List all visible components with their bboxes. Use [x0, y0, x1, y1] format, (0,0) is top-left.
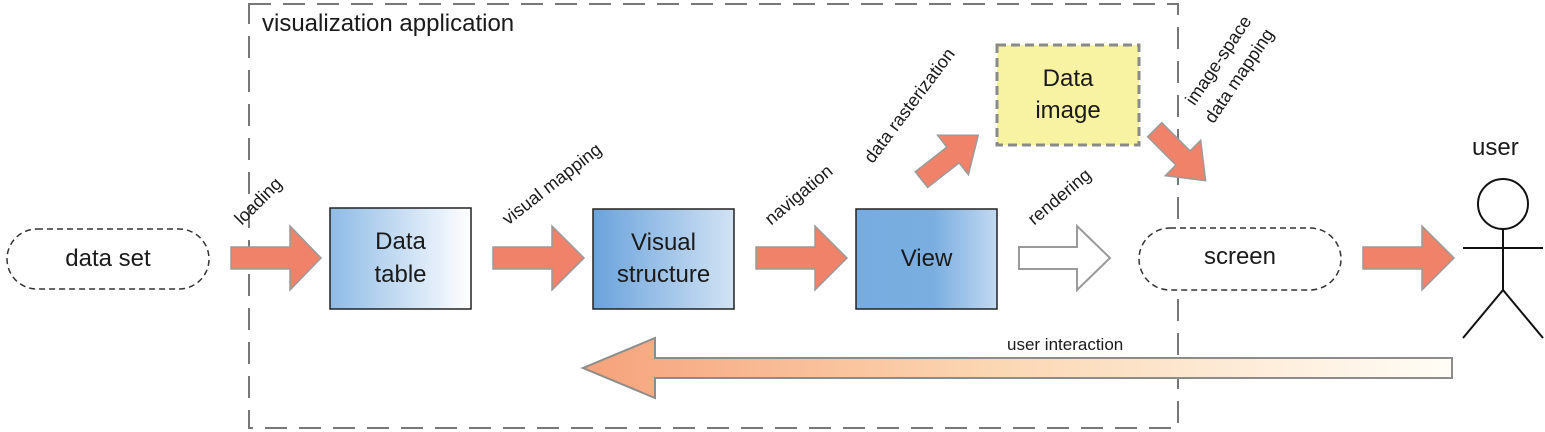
visual-structure-node-shape — [592, 208, 735, 310]
view-node: View — [856, 209, 997, 309]
screen-node: screen — [1139, 228, 1341, 286]
user-label: user — [1472, 134, 1519, 161]
loading-arrow — [230, 224, 323, 292]
data-set-node-shape — [6, 228, 210, 290]
image-space-mapping-arrow — [1146, 121, 1207, 182]
screen-label: screen — [1203, 242, 1277, 270]
user-interaction-label: user interaction — [1007, 335, 1124, 354]
data-table-label: Data table — [374, 228, 427, 288]
visual-mapping-arrow — [492, 224, 586, 292]
data-set-label: data set — [65, 244, 151, 272]
application-frame-label: visualization application — [262, 10, 515, 37]
data-rasterization-arrow — [914, 134, 980, 189]
data-set-node: data set — [7, 229, 209, 289]
view-node-shape — [855, 208, 998, 310]
screen-to-user-arrow — [1362, 224, 1456, 292]
user-figure-icon — [1462, 178, 1544, 339]
screen-node-shape — [1138, 227, 1342, 291]
rendering-arrow — [1018, 223, 1112, 293]
data-image-node-shape — [995, 43, 1141, 147]
visual-structure-label: Visual structure — [616, 228, 711, 288]
data-image-node: Data image — [997, 45, 1139, 145]
data-image-label: Data image — [1035, 64, 1101, 124]
navigation-arrow — [755, 224, 849, 292]
user-interaction-arrow — [580, 336, 1453, 400]
data-table-node-shape — [329, 207, 472, 310]
view-label: View — [900, 244, 953, 272]
application-frame — [248, 3, 1179, 429]
visual-structure-node: Visual structure — [593, 209, 734, 309]
data-table-node: Data table — [330, 208, 471, 309]
